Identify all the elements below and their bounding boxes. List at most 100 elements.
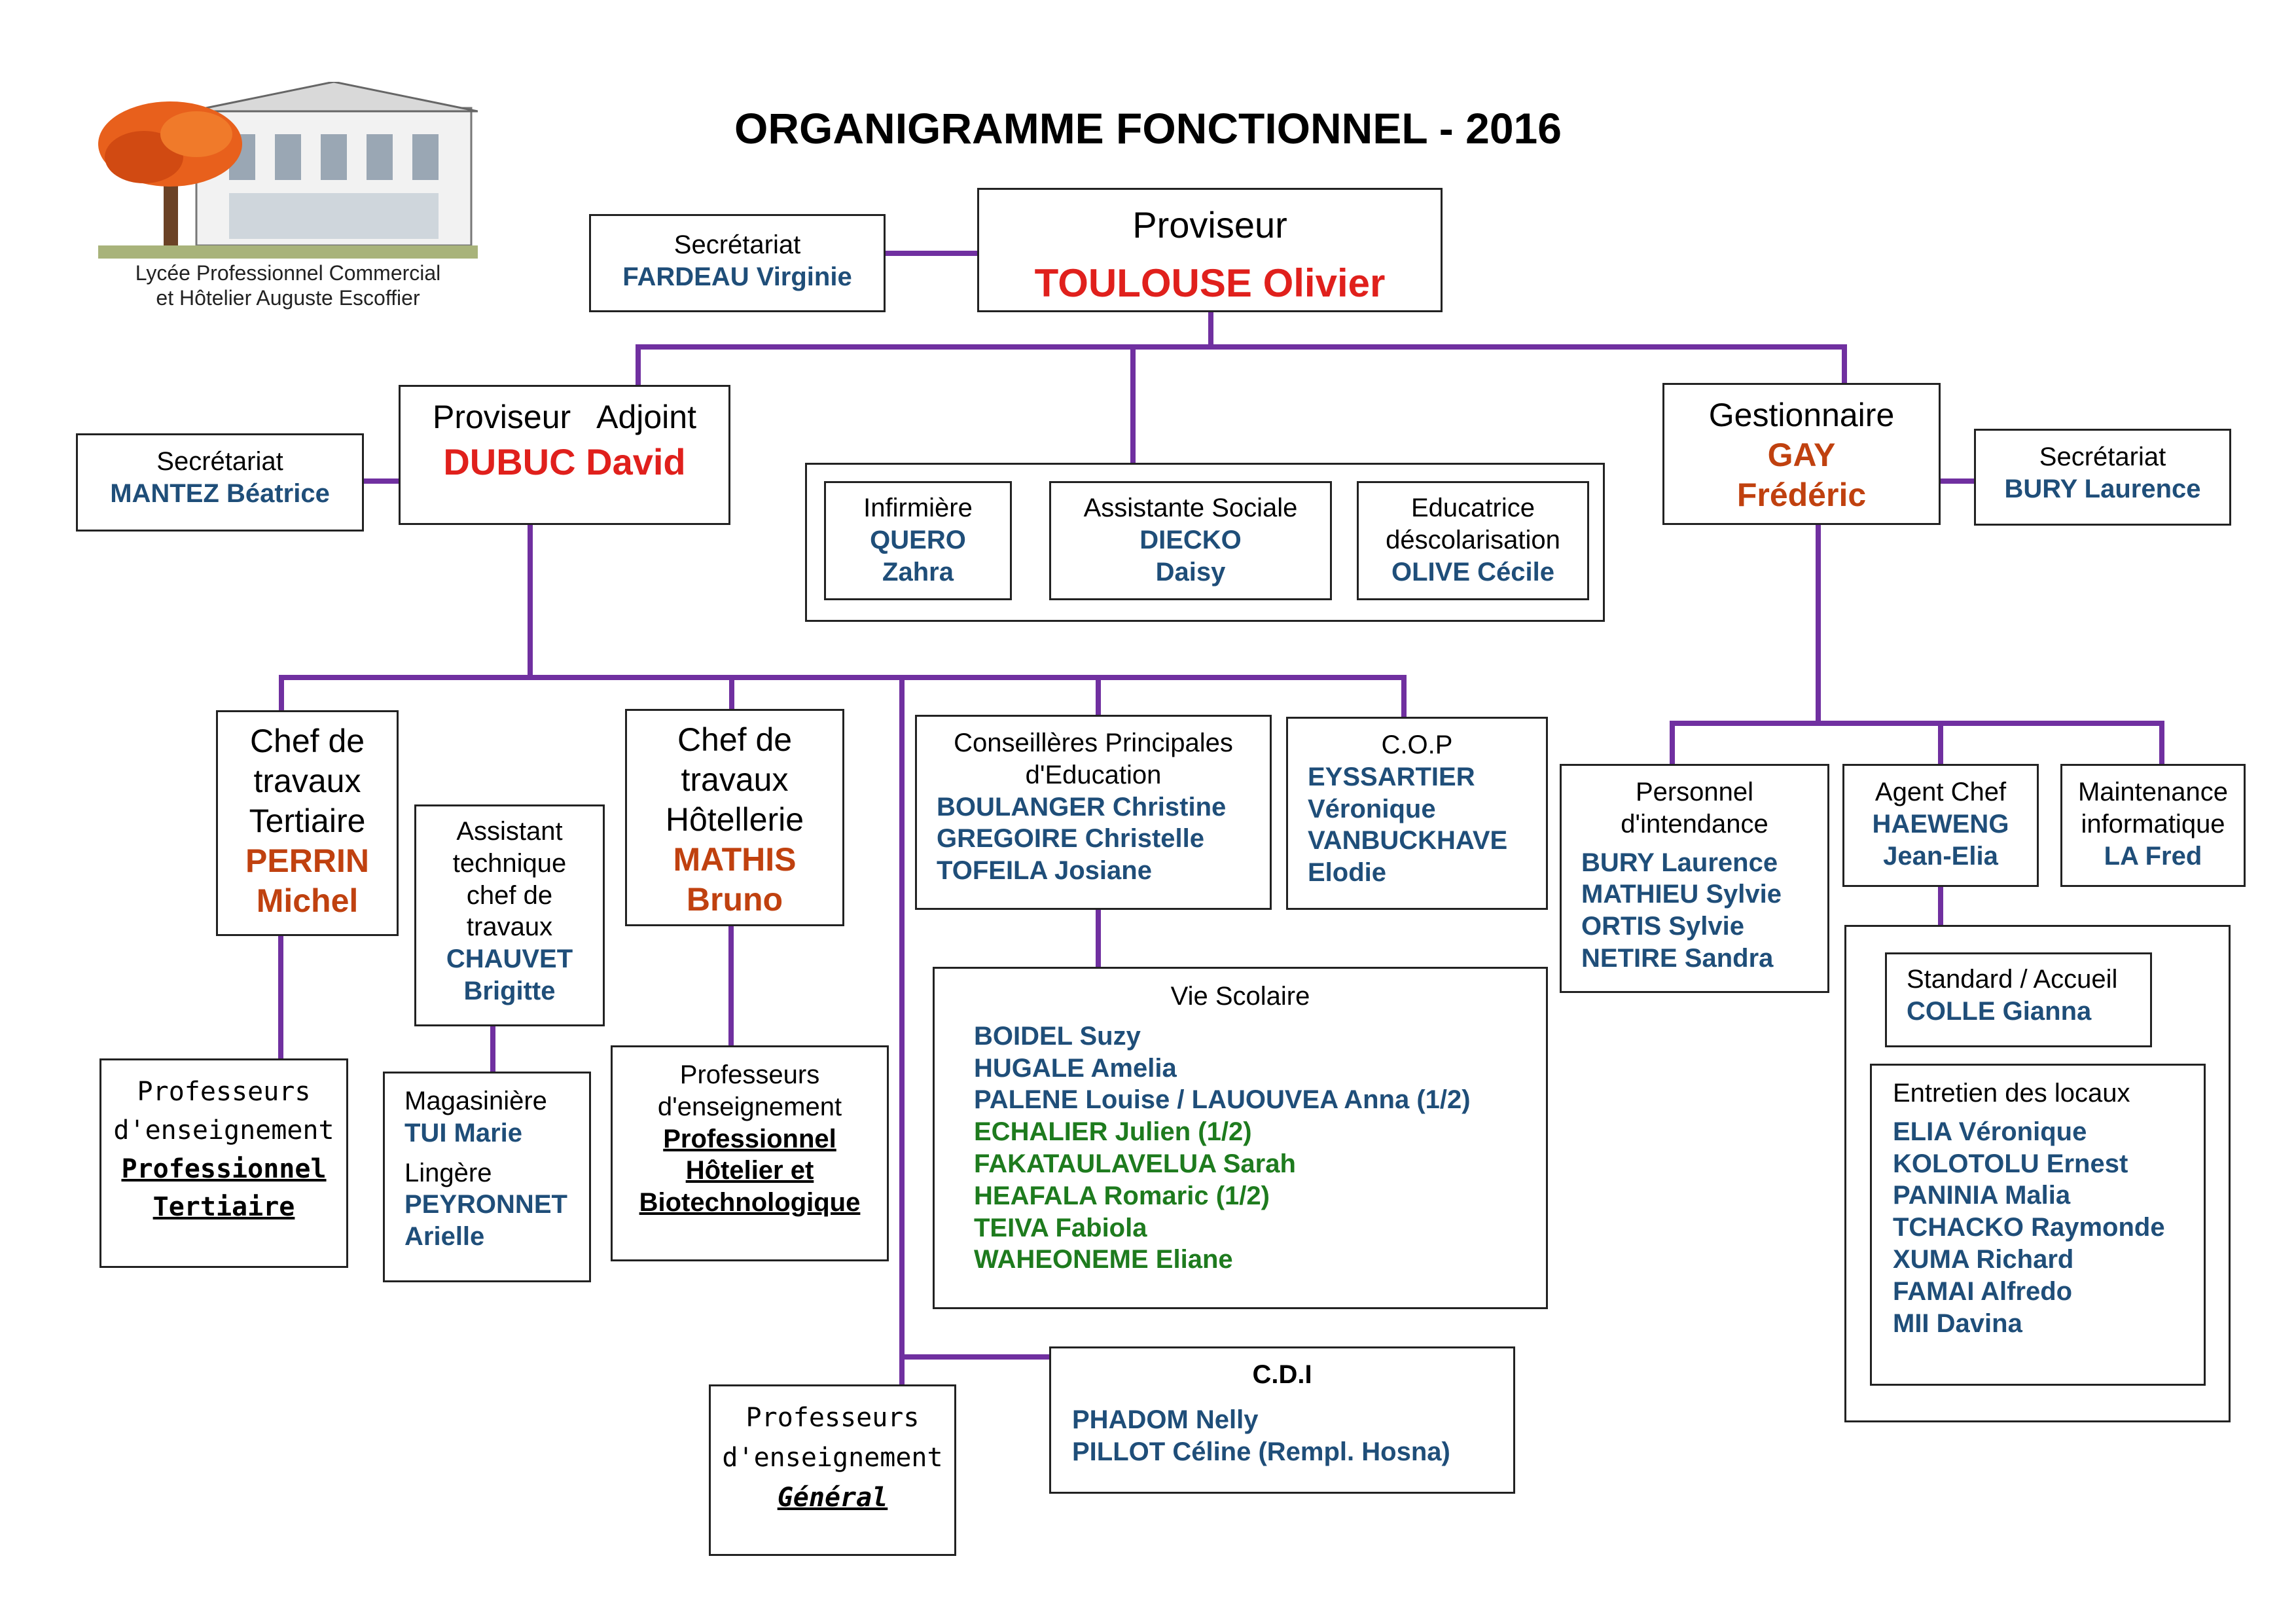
- agent-chef-role: Agent Chef: [1874, 778, 2007, 806]
- professeurs-hotelier-line5: Biotechnologique: [639, 1188, 861, 1218]
- chef-hotellerie-role3: Hôtellerie: [665, 801, 804, 838]
- professeurs-tertiaire-box: Professeurs d'enseignement Professionnel…: [99, 1058, 348, 1268]
- vie-scolaire-name: TEIVA Fabiola: [974, 1213, 1147, 1242]
- cpe-box: Conseillères Principales d'Education BOU…: [915, 715, 1272, 910]
- school-logo: [98, 82, 478, 259]
- professeurs-tertiaire-line2: d'enseignement: [113, 1115, 334, 1146]
- intendance-name: NETIRE Sandra: [1581, 943, 1774, 973]
- vie-scolaire-name: HEAFALA Romaric (1/2): [974, 1181, 1270, 1210]
- educatrice-box: Educatrice déscolarisation OLIVE Cécile: [1357, 481, 1589, 600]
- secretariat-adjoint-box: Secrétariat MANTEZ Béatrice: [76, 433, 364, 532]
- gestionnaire-role: Gestionnaire: [1708, 397, 1895, 433]
- professeurs-hotelier-line2: d'enseignement: [657, 1092, 842, 1121]
- cdi-name: PHADOM Nelly: [1072, 1405, 1259, 1434]
- vie-scolaire-box: Vie Scolaire BOIDEL Suzy HUGALE Amelia P…: [933, 967, 1548, 1309]
- school-name: Lycée Professionnel Commercial et Hôteli…: [92, 261, 484, 311]
- cop-name: EYSSARTIER: [1308, 762, 1475, 791]
- assistante-sociale-name2: Daisy: [1155, 557, 1226, 586]
- chef-tertiaire-name1: PERRIN: [245, 842, 369, 879]
- professeurs-hotelier-line3: Professionnel: [663, 1124, 836, 1153]
- infirmiere-role: Infirmière: [863, 494, 973, 522]
- intendance-name: BURY Laurence: [1581, 848, 1778, 877]
- professeurs-hotelier-box: Professeurs d'enseignement Professionnel…: [611, 1045, 889, 1261]
- intendance-box: Personnel d'intendance BURY Laurence MAT…: [1560, 764, 1829, 993]
- professeurs-tertiaire-line3: Professionnel: [121, 1153, 327, 1184]
- assistante-sociale-box: Assistante Sociale DIECKO Daisy: [1049, 481, 1332, 600]
- chef-tertiaire-box: Chef de travaux Tertiaire PERRIN Michel: [216, 710, 399, 936]
- school-name-line2: et Hôtelier Auguste Escoffier: [156, 286, 420, 310]
- educatrice-name: OLIVE Cécile: [1391, 557, 1554, 586]
- proviseur-role: Proviseur: [1132, 204, 1287, 245]
- cpe-role2: d'Education: [1025, 760, 1162, 789]
- gestionnaire-box: Gestionnaire GAY Frédéric: [1662, 383, 1941, 525]
- cop-role: C.O.P: [1381, 731, 1453, 759]
- maintenance-role1: Maintenance: [2077, 778, 2229, 806]
- professeurs-general-line2: d'enseignement: [722, 1442, 943, 1473]
- standard-role: Standard / Accueil: [1907, 965, 2118, 994]
- professeurs-general-box: Professeurs d'enseignement Général: [709, 1384, 956, 1556]
- assistant-technique-box: Assistant technique chef de travaux CHAU…: [414, 804, 605, 1026]
- entretien-name: ELIA Véronique: [1893, 1117, 2087, 1146]
- chef-hotellerie-name2: Bruno: [686, 881, 783, 918]
- entretien-name: PANINIA Malia: [1893, 1181, 2071, 1210]
- secretariat-gestion-name: BURY Laurence: [2004, 474, 2201, 503]
- secretariat-adjoint-role: Secrétariat: [156, 447, 283, 476]
- agent-chef-box: Agent Chef HAEWENG Jean-Elia: [1842, 764, 2039, 887]
- secretariat-proviseur-box: Secrétariat FARDEAU Virginie: [589, 214, 886, 312]
- infirmiere-name2: Zahra: [882, 557, 954, 586]
- vie-scolaire-name: FAKATAULAVELUA Sarah: [974, 1149, 1296, 1178]
- chef-hotellerie-box: Chef de travaux Hôtellerie MATHIS Bruno: [625, 709, 844, 926]
- proviseur-box: Proviseur TOULOUSE Olivier: [977, 188, 1443, 312]
- lingere-name1: PEYRONNET: [404, 1190, 567, 1219]
- proviseur-adjoint-role: Proviseur Adjoint: [433, 399, 696, 435]
- assistante-sociale-name1: DIECKO: [1139, 525, 1242, 554]
- entretien-name: FAMAI Alfredo: [1893, 1276, 2073, 1306]
- assistante-sociale-role: Assistante Sociale: [1083, 494, 1298, 522]
- chef-hotellerie-name1: MATHIS: [673, 841, 797, 878]
- cdi-name: PILLOT Céline (Rempl. Hosna): [1072, 1437, 1450, 1466]
- cdi-box: C.D.I PHADOM Nelly PILLOT Céline (Rempl.…: [1049, 1346, 1515, 1494]
- page-title: ORGANIGRAMME FONCTIONNEL - 2016: [734, 104, 1562, 153]
- vie-scolaire-name: ECHALIER Julien (1/2): [974, 1117, 1252, 1147]
- professeurs-general-line3: Général: [777, 1482, 888, 1513]
- gestionnaire-name2: Frédéric: [1736, 477, 1867, 513]
- assistant-technique-role2: technique: [452, 848, 567, 878]
- proviseur-adjoint-box: Proviseur Adjoint DUBUC David: [399, 385, 730, 525]
- cpe-name: GREGOIRE Christelle: [937, 824, 1204, 854]
- lingere-name2: Arielle: [404, 1222, 485, 1252]
- proviseur-name: TOULOUSE Olivier: [1034, 261, 1386, 306]
- professeurs-tertiaire-line1: Professeurs: [137, 1077, 311, 1107]
- assistant-technique-role4: travaux: [466, 912, 553, 942]
- cop-name: VANBUCKHAVE: [1308, 826, 1508, 856]
- maintenance-role2: informatique: [2081, 809, 2225, 839]
- cpe-name: BOULANGER Christine: [937, 792, 1227, 821]
- chef-hotellerie-role2: travaux: [681, 761, 789, 798]
- assistant-technique-role1: Assistant: [456, 817, 563, 846]
- magasin-box: Magasinière TUI Marie Lingère PEYRONNET …: [383, 1072, 591, 1282]
- cdi-role: C.D.I: [1252, 1360, 1312, 1389]
- secretariat-gestion-role: Secrétariat: [2039, 442, 2166, 471]
- intendance-name: MATHIEU Sylvie: [1581, 880, 1782, 909]
- entretien-name: KOLOTOLU Ernest: [1893, 1149, 2128, 1178]
- entretien-role: Entretien des locaux: [1893, 1079, 2130, 1108]
- entretien-box: Entretien des locaux ELIA Véronique KOLO…: [1870, 1064, 2206, 1386]
- secretariat-gestion-box: Secrétariat BURY Laurence: [1974, 429, 2231, 526]
- vie-scolaire-name: PALENE Louise / LAUOUVEA Anna (1/2): [974, 1085, 1471, 1115]
- cpe-role1: Conseillères Principales: [954, 729, 1233, 757]
- intendance-role1: Personnel: [1635, 778, 1754, 806]
- proviseur-adjoint-name: DUBUC David: [443, 441, 686, 482]
- secretariat-proviseur-name: FARDEAU Virginie: [622, 262, 852, 291]
- agent-chef-name2: Jean-Elia: [1883, 841, 1998, 871]
- secretariat-proviseur-role: Secrétariat: [673, 230, 801, 259]
- vie-scolaire-name: HUGALE Amelia: [974, 1053, 1177, 1083]
- entretien-name: XUMA Richard: [1893, 1244, 2074, 1274]
- cop-name: Véronique: [1308, 794, 1436, 823]
- assistant-technique-name2: Brigitte: [463, 976, 556, 1005]
- cop-box: C.O.P EYSSARTIER Véronique VANBUCKHAVE E…: [1286, 717, 1548, 910]
- educatrice-role2: déscolarisation: [1386, 525, 1560, 554]
- maintenance-box: Maintenance informatique LA Fred: [2060, 764, 2246, 887]
- vie-scolaire-role: Vie Scolaire: [1170, 982, 1310, 1011]
- professeurs-hotelier-line1: Professeurs: [679, 1060, 820, 1089]
- agent-chef-name1: HAEWENG: [1872, 809, 2009, 839]
